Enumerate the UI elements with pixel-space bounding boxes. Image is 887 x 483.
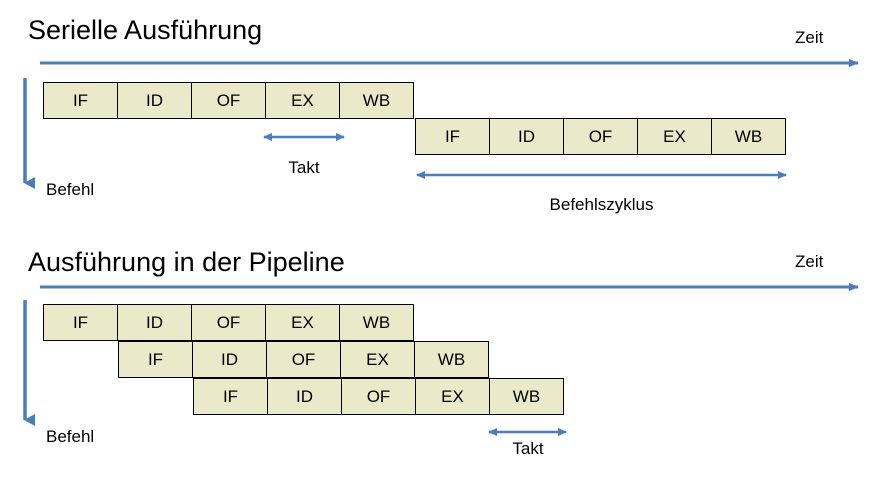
stage-cell: OF: [563, 118, 638, 155]
stage-cell: EX: [265, 82, 340, 119]
stage-cell: ID: [267, 378, 342, 415]
pipeline-takt-label: Takt: [512, 439, 544, 458]
stage-cell: IF: [193, 378, 268, 415]
stage-cell: OF: [266, 341, 341, 378]
serial-befehlszyklus-label: Befehlszyklus: [549, 195, 654, 214]
stage-cell: OF: [191, 304, 266, 341]
stage-cell: EX: [637, 118, 712, 155]
stage-cell: WB: [711, 118, 786, 155]
table-row: IF ID OF EX WB: [193, 378, 564, 415]
stage-cell: WB: [339, 304, 414, 341]
stage-cell: WB: [414, 341, 489, 378]
table-row: IF ID OF EX WB: [118, 341, 489, 378]
stage-cell: IF: [43, 304, 118, 341]
serial-takt-label: Takt: [288, 158, 320, 177]
table-row: IF ID OF EX WB: [415, 118, 786, 155]
pipeline-instruction-axis-label: Befehl: [46, 427, 95, 446]
stage-cell: OF: [191, 82, 266, 119]
stage-cell: ID: [117, 304, 192, 341]
serial-time-axis-label: Zeit: [795, 28, 824, 47]
stage-cell: EX: [415, 378, 490, 415]
serial-section-heading: Serielle Ausführung: [28, 15, 263, 45]
serial-instruction-axis-label: Befehl: [46, 180, 95, 199]
stage-cell: IF: [415, 118, 490, 155]
stage-cell: IF: [43, 82, 118, 119]
stage-cell: ID: [192, 341, 267, 378]
stage-cell: ID: [117, 82, 192, 119]
stage-cell: IF: [118, 341, 193, 378]
stage-cell: WB: [339, 82, 414, 119]
stage-cell: WB: [489, 378, 564, 415]
pipeline-time-axis-label: Zeit: [795, 252, 824, 271]
table-row: IF ID OF EX WB: [43, 82, 414, 119]
stage-cell: EX: [340, 341, 415, 378]
pipeline-section-heading: Ausführung in der Pipeline: [28, 247, 345, 277]
table-row: IF ID OF EX WB: [43, 304, 414, 341]
stage-cell: EX: [265, 304, 340, 341]
stage-cell: ID: [489, 118, 564, 155]
stage-cell: OF: [341, 378, 416, 415]
